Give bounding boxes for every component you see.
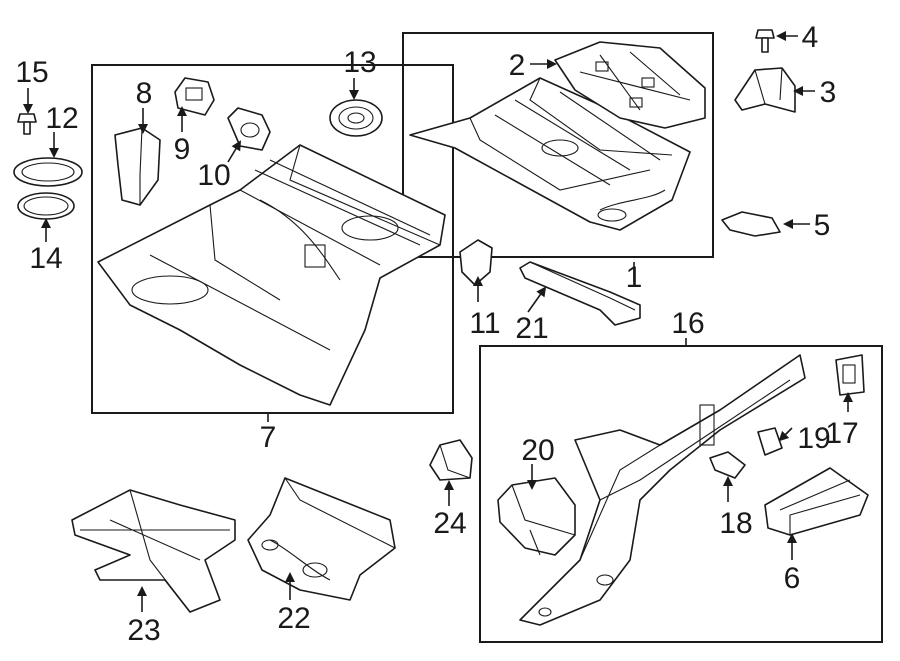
callout-14: 14 — [29, 242, 62, 275]
callout-4: 4 — [802, 21, 819, 54]
bracket-part-19 — [757, 427, 783, 456]
group-box-rear-side-member — [479, 345, 883, 643]
bracket-part-5 — [721, 211, 781, 237]
rear-floor-reinforcement-part — [554, 41, 706, 129]
callout-10: 10 — [197, 159, 230, 192]
callout-1: 1 — [626, 261, 643, 294]
callout-2: 2 — [509, 49, 526, 82]
crossmember-part-23 — [71, 489, 236, 613]
callout-16: 16 — [671, 307, 704, 340]
plug-part-12 — [13, 157, 83, 187]
callout-9: 9 — [174, 133, 191, 166]
callout-8: 8 — [136, 77, 153, 110]
callout-11: 11 — [469, 307, 500, 340]
crossmember-part-21 — [519, 261, 641, 326]
group-box-rear-floor-pan — [91, 64, 454, 414]
callout-3: 3 — [820, 76, 837, 109]
callout-18: 18 — [719, 507, 752, 540]
seal-part-14 — [17, 192, 75, 220]
callout-23: 23 — [127, 614, 160, 647]
group-box-rear-floor-assembly — [402, 32, 714, 258]
extension-part-6 — [764, 467, 869, 536]
callout-20: 20 — [521, 434, 554, 467]
bolt-part-4 — [755, 29, 775, 53]
callout-7: 7 — [260, 421, 277, 454]
callout-12: 12 — [45, 102, 78, 135]
bolt-part-15 — [17, 113, 37, 135]
leader-line-19 — [778, 427, 793, 442]
reinforcement-part-20 — [497, 477, 576, 556]
leader-line-21 — [527, 286, 547, 313]
callout-19: 19 — [797, 422, 830, 455]
callout-22: 22 — [277, 602, 310, 635]
bracket-part-3 — [734, 67, 796, 113]
rear-floor-pan-part — [97, 144, 446, 406]
callout-6: 6 — [784, 562, 801, 595]
bracket-part-10 — [227, 107, 271, 151]
crossmember-part-22 — [247, 477, 396, 601]
callout-15: 15 — [15, 56, 48, 89]
callout-13: 13 — [343, 46, 376, 79]
bracket-part-17 — [835, 354, 865, 396]
grommet-part-13 — [329, 99, 383, 137]
bracket-part-18 — [709, 451, 746, 479]
bracket-part-9 — [174, 77, 215, 116]
callout-24: 24 — [433, 507, 466, 540]
bracket-part-24 — [429, 439, 473, 481]
callout-21: 21 — [515, 312, 548, 345]
leader-line-10 — [227, 140, 242, 163]
callout-5: 5 — [814, 209, 831, 242]
rear-side-member-part — [519, 354, 806, 626]
bracket-part-8 — [114, 127, 161, 206]
callout-17: 17 — [825, 417, 858, 450]
bracket-part-11 — [459, 239, 493, 286]
